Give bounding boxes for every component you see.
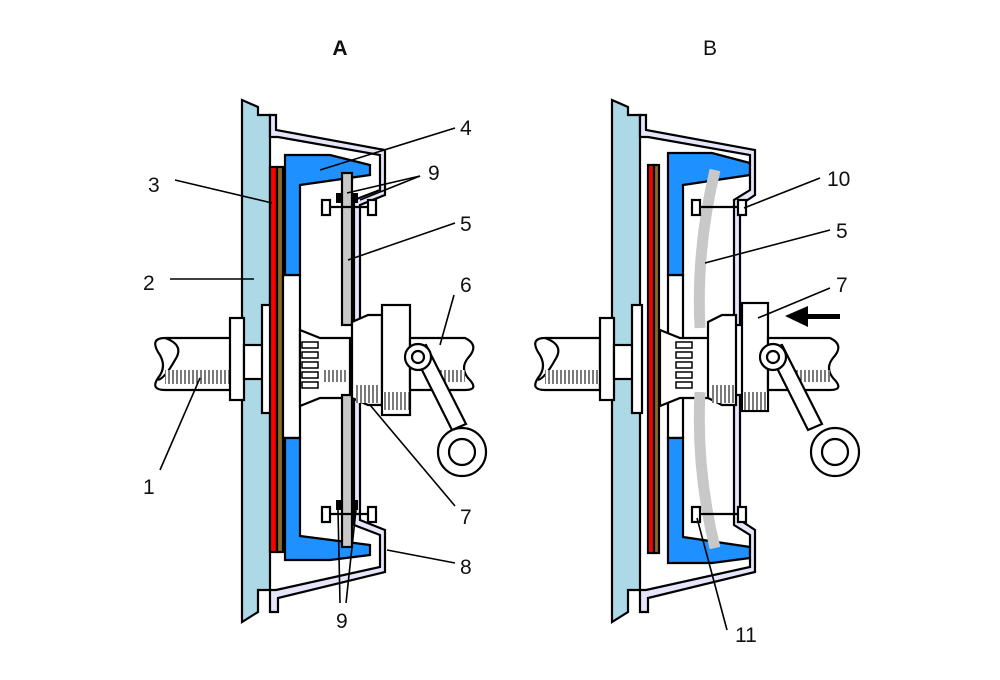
diaphragm-spring bbox=[340, 171, 354, 327]
label-5: 5 bbox=[460, 213, 472, 236]
diaphragm-spring-flexed bbox=[693, 168, 721, 329]
label-9-top: 9 bbox=[428, 162, 440, 185]
label-9-bottom: 9 bbox=[336, 610, 348, 633]
label-11: 11 bbox=[735, 624, 757, 647]
label-7: 7 bbox=[460, 506, 472, 529]
label-5b: 5 bbox=[836, 220, 848, 243]
label-7b: 7 bbox=[836, 274, 848, 297]
pivot-rings-bottom bbox=[320, 500, 378, 524]
label-2: 2 bbox=[143, 272, 155, 295]
label-10: 10 bbox=[827, 168, 850, 191]
panel-title-a: A bbox=[332, 37, 347, 60]
label-8: 8 bbox=[460, 556, 472, 579]
leader-lines-a bbox=[159, 127, 456, 604]
release-fork bbox=[403, 342, 488, 478]
label-3: 3 bbox=[148, 174, 160, 197]
panel-b-disengaged: B bbox=[534, 37, 861, 647]
pivot-rings-top bbox=[320, 193, 378, 217]
panel-title-b: B bbox=[703, 37, 717, 60]
label-1: 1 bbox=[143, 476, 155, 499]
label-4: 4 bbox=[460, 117, 472, 140]
pressure-plate bbox=[283, 153, 372, 277]
crank-flange bbox=[228, 316, 246, 402]
panel-a-engaged: A bbox=[143, 37, 488, 633]
push-arrow-left-icon bbox=[785, 306, 840, 327]
input-shaft bbox=[154, 336, 242, 392]
label-6: 6 bbox=[460, 274, 472, 297]
leader-lines-b bbox=[696, 177, 831, 631]
